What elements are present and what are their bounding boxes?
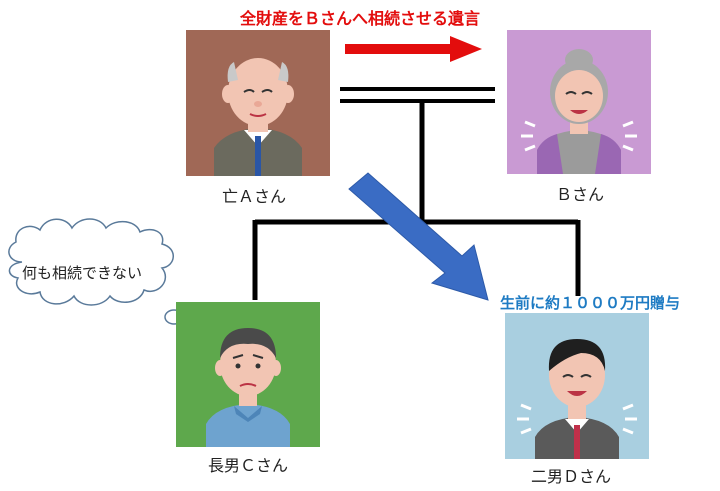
will-arrow — [345, 36, 482, 62]
portrait-a — [186, 30, 330, 176]
portrait-c — [176, 302, 320, 447]
portrait-b — [507, 30, 651, 174]
label-b: Ｂさん — [556, 185, 605, 204]
worried-man-icon — [206, 328, 290, 447]
happy-man-icon — [517, 339, 637, 459]
gift-arrow — [348, 172, 489, 301]
will-caption: 全財産をＢさんへ相続させる遺言 — [240, 9, 481, 28]
label-c: 長男Ｃさん — [208, 456, 289, 475]
gift-caption: 生前に約１０００万円贈与 — [500, 294, 681, 312]
label-d: 二男Ｄさん — [531, 467, 612, 486]
elderly-man-icon — [214, 58, 302, 176]
label-a: 亡Ａさん — [222, 187, 287, 206]
portrait-d — [505, 313, 649, 459]
elderly-woman-icon — [521, 49, 637, 174]
thought-text: 何も相続できない — [22, 264, 143, 282]
